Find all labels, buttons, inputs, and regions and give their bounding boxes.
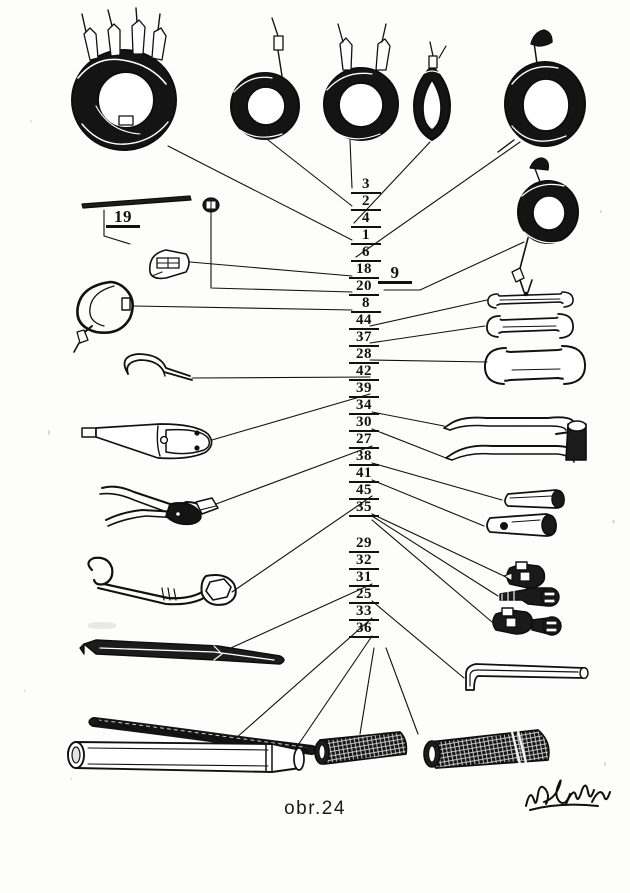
part-coiled-cable-right [497,29,586,153]
callout-label-20: 20 [349,279,379,296]
part-small-cable-loop [73,280,134,353]
part-open-end-wrench-medium [486,313,574,339]
part-tire-lever-plain [443,416,576,435]
part-handlebar-grip-short [314,731,408,765]
part-open-end-wrench-small [487,279,574,309]
handwritten-signature [525,779,611,811]
callout-label-42: 42 [349,364,379,381]
part-combination-pliers [99,485,219,527]
part-lock-with-key [492,607,562,636]
paper-speck [88,622,116,629]
callout-label-25: 25 [349,587,379,604]
part-tool-tube-container [67,741,305,773]
callout-label-33: 33 [349,604,379,621]
part-folding-screwdriver [81,423,213,460]
callout-label-27: 27 [349,432,379,449]
callout-label-30: 30 [349,415,379,432]
paper-speck [30,120,32,122]
part-coiled-cable-small [413,41,451,141]
part-small-washer-nut [202,197,220,213]
paper-speck [600,210,602,213]
callout-label-8: 8 [351,296,381,313]
callout-label-4: 4 [351,211,381,228]
callout-label-2: 2 [351,194,381,211]
part-large-cable-harness-coil [71,7,177,151]
paper-speck [70,778,72,780]
part-bracket-plate [149,249,190,280]
callout-label-36: 36 [349,621,379,638]
callout-label-1: 1 [351,228,381,245]
callout-label-29: 29 [349,536,379,553]
paper-speck [604,762,606,766]
part-thin-rod-left [81,195,192,209]
part-allen-key-hex-wrench [465,663,589,691]
part-wire-hook-puller [123,353,193,381]
part-tommy-bar-tube [79,639,285,665]
callout-label-32: 32 [349,553,379,570]
callout-label-37: 37 [349,330,379,347]
part-lock-barrel [503,561,546,589]
part-handlebar-grip-long [423,729,550,769]
part-spark-plug-socket-tube [504,489,565,509]
leader-lines [103,139,525,749]
callout-label-3: 3 [351,177,381,194]
callout-label-31: 31 [349,570,379,587]
part-tire-lever-socket-end [445,420,587,463]
callout-label-28: 28 [349,347,379,364]
callout-label-39: 39 [349,381,379,398]
part-socket-tube-with-hole [486,513,557,537]
part-control-cable-upper-right [511,157,579,283]
callout-label-34: 34 [349,398,379,415]
part-coiled-cable-medium [230,17,300,140]
paper-speck [48,430,50,435]
callout-label-45: 45 [349,483,379,500]
callout-label-9: 9 [378,264,412,284]
callout-label-35: 35 [349,500,379,517]
callout-label-38: 38 [349,449,379,466]
part-open-end-wrench-large [483,345,587,385]
part-coiled-cable-twin-lead [323,23,399,141]
callout-label-18: 18 [349,262,379,279]
part-key-single [499,587,560,607]
callout-label-19: 19 [106,208,140,228]
callout-label-41: 41 [349,466,379,483]
paper-speck [612,520,615,523]
paper-speck [24,690,26,692]
part-hook-wrench-hex-ring [87,556,237,606]
callout-label-6: 6 [351,245,381,262]
figure-caption: obr.24 [284,798,346,819]
callout-label-44: 44 [349,313,379,330]
